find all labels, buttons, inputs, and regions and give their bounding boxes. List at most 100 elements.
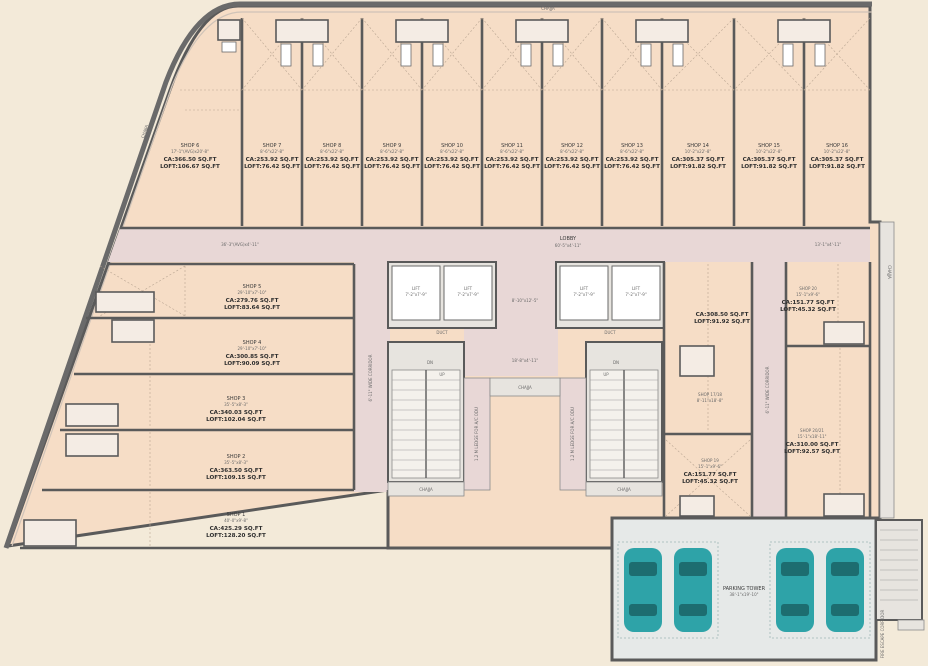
shop-4-ca: CA:300.85 SQ.FT	[226, 354, 279, 360]
ac-ledge-left	[463, 377, 491, 491]
right-vertical-corridor	[752, 262, 786, 518]
car-1	[624, 548, 662, 632]
shop-1-dim: 40'-0"x9'-8"	[224, 518, 248, 523]
lift-3-dim: 7'-2"x7'-9"	[573, 292, 594, 297]
shop-9-loft: LOFT:76.42 SQ.FT	[364, 164, 420, 170]
shop-4-dim: 29'-10"x7'-10"	[238, 346, 267, 351]
right-shop-loft-lines	[665, 264, 841, 517]
shop-20: SHOP 20 15'-1"x9'-6" CA:151.77 SQ.FT LOF…	[780, 286, 836, 313]
shop-13-dim: 8'-6"x22'-8"	[620, 149, 644, 154]
stair-treads	[392, 379, 658, 471]
shop-2-ca: CA:363.50 SQ.FT	[210, 468, 263, 474]
lobby-title: LOBBY	[560, 236, 577, 242]
shop-11-ca: CA:253.92 SQ.FT	[486, 157, 539, 163]
shop-9-dim: 8'-6"x22'-8"	[380, 149, 404, 154]
shop-19-ca: CA:151.77 SQ.FT	[684, 472, 737, 478]
shop-8-ca: CA:253.92 SQ.FT	[306, 157, 359, 163]
shop-16-ca: CA:305.37 SQ.FT	[811, 157, 864, 163]
lift-2-dim: 7'-2"x7'-9"	[457, 292, 478, 297]
main-corridor	[108, 228, 870, 262]
chajja-label-left: CHAJJA	[140, 124, 149, 139]
lift-core-right	[555, 261, 665, 329]
shop-13-name: SHOP 13	[621, 143, 643, 149]
shop-17-18-name: SHOP 17/18	[698, 392, 722, 397]
stair-right-dn: DN	[613, 360, 619, 365]
curved-chajja-edge	[3, 1, 872, 549]
top-toilet-blocks	[217, 19, 831, 43]
shop-20-21: SHOP 20/21 15'-1"x18'-11" CA:310.00 SQ.F…	[784, 428, 840, 455]
shop-5: SHOP 5 29'-10"x7'-10" CA:279.76 SQ.FT LO…	[224, 284, 280, 311]
stair-right-up: UP	[603, 372, 609, 377]
chajja-label-center: CHAJJA	[518, 385, 532, 390]
shop-16-dim: 10'-2"x22'-8"	[824, 149, 851, 154]
right-toilet-blocks	[679, 321, 865, 517]
shop-20-21-dim: 15'-1"x18'-11"	[798, 434, 827, 439]
lift-core-left	[387, 261, 497, 329]
corridor-left-dim: 36'-3"(AVG)x4'-11"	[221, 242, 259, 247]
shop-6: SHOP 6 17'-1"(AVG)x20'-8" CA:366.50 SQ.F…	[160, 143, 220, 170]
shop-5-name: SHOP 5	[243, 284, 262, 290]
shop-8-loft: LOFT:76.42 SQ.FT	[304, 164, 360, 170]
car-3	[776, 548, 814, 632]
shop-11: SHOP 11 8'-6"x22'-8" CA:253.92 SQ.FT LOF…	[484, 143, 540, 170]
shop-17-18-dim: 8'-11"x18'-8"	[697, 398, 724, 403]
shop-20-name: SHOP 20	[799, 286, 817, 291]
shop-5-dim: 29'-10"x7'-10"	[238, 290, 267, 295]
corridor-right-dim: 13'-1"x4'-11"	[815, 242, 842, 247]
shop-20-dim: 15'-1"x9'-6"	[796, 292, 820, 297]
chajja-label-stair-right: CHAJJA	[617, 487, 631, 492]
chajja-stair-right	[585, 481, 663, 497]
left-shop-walls	[20, 262, 390, 550]
shop-14: SHOP 14 10'-2"x22'-8" CA:305.37 SQ.FT LO…	[670, 143, 726, 170]
shop-9-ca: CA:253.92 SQ.FT	[366, 157, 419, 163]
chajja-stair-left	[387, 481, 465, 497]
shop-4: SHOP 4 29'-10"x7'-10" CA:300.85 SQ.FT LO…	[224, 340, 280, 367]
shop-3: SHOP 3 35'-5"x8'-3" CA:340.03 SQ.FT LOFT…	[206, 396, 266, 423]
chajja-label-stair-left: CHAJJA	[419, 487, 433, 492]
shop-19-loft: LOFT:45.32 SQ.FT	[682, 479, 738, 485]
fire-escape-label: FIRE ESCAPE CORRIDOR	[880, 610, 885, 659]
shop-13-loft: LOFT:76.42 SQ.FT	[604, 164, 660, 170]
car-2	[674, 548, 712, 632]
lift-1-label: LIFT	[412, 286, 421, 291]
left-vertical-corridor	[354, 262, 390, 492]
shop-11-dim: 8'-6"x22'-8"	[500, 149, 524, 154]
shop-19-name: SHOP 19	[701, 458, 719, 463]
shop-13-ca: CA:253.92 SQ.FT	[606, 157, 659, 163]
chajja-fire-escape	[897, 619, 925, 631]
shop-10-loft: LOFT:76.42 SQ.FT	[424, 164, 480, 170]
shop-7: SHOP 7 8'-6"x22'-8" CA:253.92 SQ.FT LOFT…	[244, 143, 300, 170]
shop-14-ca: CA:305.37 SQ.FT	[672, 157, 725, 163]
shop-10-name: SHOP 10	[441, 143, 463, 149]
lobby-dim: 60'-5"x4'-11"	[555, 243, 582, 248]
shop-14-loft: LOFT:91.82 SQ.FT	[670, 164, 726, 170]
shop-16: SHOP 16 10'-2"x22'-8" CA:305.37 SQ.FT LO…	[809, 143, 865, 170]
shop-16-loft: LOFT:91.82 SQ.FT	[809, 164, 865, 170]
shop-2-loft: LOFT:109.15 SQ.FT	[206, 475, 266, 481]
shop-10: SHOP 10 8'-6"x22'-8" CA:253.92 SQ.FT LOF…	[424, 143, 480, 170]
shop-10-dim: 8'-6"x22'-8"	[440, 149, 464, 154]
shop-15: SHOP 15 10'-2"x22'-8" CA:305.37 SQ.FT LO…	[741, 143, 797, 170]
corridor-label-left: 6'-11" WIDE CORRIDOR	[368, 354, 373, 401]
shop-1: SHOP 1 40'-0"x9'-8" CA:425.29 SQ.FT LOFT…	[206, 512, 266, 539]
shop-16-name: SHOP 16	[826, 143, 848, 149]
shop-15-name: SHOP 15	[758, 143, 780, 149]
shop-11-name: SHOP 11	[501, 143, 523, 149]
shop-15-loft: LOFT:91.82 SQ.FT	[741, 164, 797, 170]
shop-20-21-name: SHOP 20/21	[800, 428, 824, 433]
shop-13: SHOP 13 8'-6"x22'-8" CA:253.92 SQ.FT LOF…	[604, 143, 660, 170]
lift-3-label: LIFT	[580, 286, 589, 291]
ac-ledge-right	[559, 377, 587, 491]
shop-1-ca: CA:425.29 SQ.FT	[210, 526, 263, 532]
shop-2-name: SHOP 2	[227, 454, 246, 460]
stair-left-up: UP	[439, 372, 445, 377]
stair-left-dn: DN	[427, 360, 433, 365]
shop-7-name: SHOP 7	[263, 143, 282, 149]
lift-4-dim: 7'-2"x7'-9"	[625, 292, 646, 297]
ac-ledge-label-left: 1.2 M LEDGE FOR A/C ODU	[474, 407, 479, 461]
shop-12-ca: CA:253.92 SQ.FT	[546, 157, 599, 163]
duct-label-right: DUCT	[604, 330, 616, 335]
fire-escape-treads	[880, 529, 918, 601]
shop-3-dim: 35'-5"x8'-3"	[224, 402, 248, 407]
shop-17-18: CA:308.50 SQ.FT LOFT:91.92 SQ.FT SHOP 17…	[694, 312, 750, 403]
